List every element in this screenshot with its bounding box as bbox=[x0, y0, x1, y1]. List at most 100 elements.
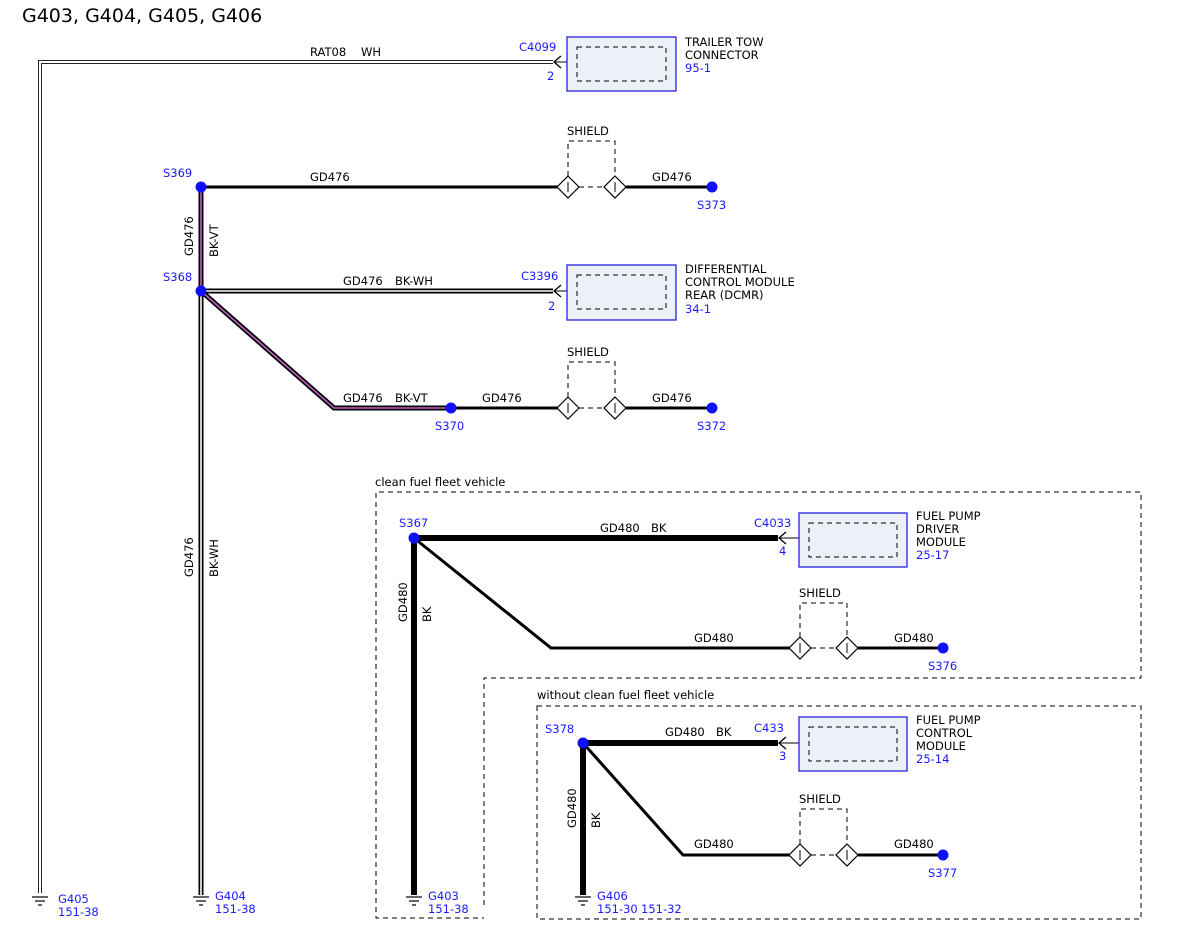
connector-pin: 2 bbox=[547, 69, 554, 83]
connector-name-line: CONTROL MODULE bbox=[685, 275, 795, 289]
wire-label-gd480: GD480 bbox=[665, 725, 705, 739]
wire-label-gd476: GD476 bbox=[182, 537, 196, 577]
splice-label-s367: S367 bbox=[399, 516, 428, 530]
ground-icon bbox=[193, 896, 209, 906]
wire-label-gd480: GD480 bbox=[396, 582, 410, 622]
connector-name-line: CONNECTOR bbox=[685, 48, 759, 62]
region-clean-fuel bbox=[375, 491, 1142, 919]
connector-pin: 3 bbox=[779, 749, 786, 763]
shield-2: SHIELD bbox=[556, 345, 627, 420]
splice-label-s373: S373 bbox=[697, 198, 726, 212]
wire-gd480-diagonal bbox=[581, 742, 790, 857]
wire-label-gd476: GD476 bbox=[482, 391, 522, 405]
trailer-tow-connector: C4099 2 TRAILER TOW CONNECTOR 95-1 bbox=[519, 35, 764, 92]
wire-label-gd476: GD476 bbox=[343, 391, 383, 405]
connector-name-line: FUEL PUMP bbox=[916, 509, 981, 523]
wire-rat08 bbox=[38, 60, 553, 893]
connector-name-line: REAR (DCMR) bbox=[685, 288, 764, 302]
wire-label-gd476: GD476 bbox=[652, 170, 692, 184]
connector-ref: 25-17 bbox=[916, 548, 949, 562]
connector-name-line: DIFFERENTIAL bbox=[685, 262, 767, 276]
wire-color-bk-vt: BK-VT bbox=[395, 391, 429, 405]
splice-label-s370: S370 bbox=[435, 419, 464, 433]
connector-name-line: TRAILER TOW bbox=[684, 35, 764, 49]
ground-icon bbox=[32, 896, 48, 906]
ground-id-g403: G403 bbox=[428, 889, 459, 903]
ground-ref: 151-38 bbox=[215, 902, 256, 916]
wire-label-gd480: GD480 bbox=[694, 631, 734, 645]
page-title: G403, G404, G405, G406 bbox=[22, 5, 262, 27]
connector-name-line: FUEL PUMP bbox=[916, 713, 981, 727]
connector-pin: 4 bbox=[779, 544, 786, 558]
splice-label-s377: S377 bbox=[928, 866, 957, 880]
wire-label-gd476: GD476 bbox=[652, 391, 692, 405]
splice-label-s368: S368 bbox=[163, 270, 192, 284]
wire-color-bk: BK bbox=[420, 606, 434, 622]
splice-s367 bbox=[408, 532, 420, 544]
wire-label-rat08: RAT08 bbox=[310, 45, 346, 59]
ground-icon bbox=[406, 896, 422, 906]
splice-s378 bbox=[577, 737, 589, 749]
fuel-pump-driver-module-connector: C4033 4 FUEL PUMP DRIVER MODULE 25-17 bbox=[754, 509, 981, 568]
shield-label: SHIELD bbox=[567, 345, 609, 359]
splice-s372 bbox=[706, 402, 718, 414]
connector-id-c4099: C4099 bbox=[519, 40, 556, 54]
wire-color-bk: BK bbox=[589, 812, 603, 828]
shield-label: SHIELD bbox=[799, 792, 841, 806]
wire-label-gd480: GD480 bbox=[600, 521, 640, 535]
wire-label-gd480: GD480 bbox=[894, 837, 934, 851]
connector-name-line: DRIVER bbox=[916, 522, 959, 536]
splice-label-s376: S376 bbox=[928, 659, 957, 673]
wire-color-bk-vt: BK-VT bbox=[207, 223, 221, 257]
splice-s368 bbox=[195, 285, 207, 297]
splice-label-s372: S372 bbox=[697, 419, 726, 433]
region-without-clean-fuel bbox=[536, 705, 1142, 920]
ground-ref: 151-30 bbox=[597, 902, 638, 916]
splice-s377 bbox=[937, 849, 949, 861]
ground-icon bbox=[575, 896, 591, 906]
shield-4: SHIELD bbox=[788, 792, 859, 867]
wire-color-bk-wh: BK-WH bbox=[207, 539, 221, 577]
splice-s376 bbox=[937, 642, 949, 654]
ground-id-g404: G404 bbox=[215, 889, 246, 903]
fuel-pump-control-module-connector: C433 3 FUEL PUMP CONTROL MODULE 25-14 bbox=[754, 713, 981, 772]
connector-name-line: MODULE bbox=[916, 535, 966, 549]
wire-color-rat08: WH bbox=[361, 45, 381, 59]
connector-pin: 2 bbox=[548, 299, 555, 313]
connector-name-line: CONTROL bbox=[916, 726, 973, 740]
ground-ref: 151-38 bbox=[428, 902, 469, 916]
wire-label-gd476: GD476 bbox=[182, 216, 196, 256]
connector-ref: 95-1 bbox=[685, 61, 711, 75]
wire-label-gd476: GD476 bbox=[310, 170, 350, 184]
wire-label-gd480: GD480 bbox=[894, 631, 934, 645]
wire-color-bk: BK bbox=[716, 725, 732, 739]
connector-id-c3396: C3396 bbox=[521, 269, 558, 283]
splice-s369 bbox=[195, 181, 207, 193]
wire-gd480-diagonal bbox=[413, 536, 790, 650]
shield-label: SHIELD bbox=[567, 124, 609, 138]
wire-label-gd480: GD480 bbox=[565, 788, 579, 828]
connector-ref: 34-1 bbox=[685, 302, 711, 316]
region-label-without: without clean fuel fleet vehicle bbox=[537, 688, 714, 702]
wire-gd476-bk-vt-diagonal bbox=[199, 289, 451, 411]
wire-label-gd480: GD480 bbox=[694, 837, 734, 851]
shield-3: SHIELD bbox=[788, 586, 859, 660]
shield-label: SHIELD bbox=[799, 586, 841, 600]
wire-label-gd476: GD476 bbox=[343, 274, 383, 288]
connector-id-c433: C433 bbox=[754, 721, 784, 735]
connector-id-c4033: C4033 bbox=[754, 516, 791, 530]
region-label-clean: clean fuel fleet vehicle bbox=[375, 475, 505, 489]
wire-color-bk-wh: BK-WH bbox=[395, 274, 433, 288]
splice-label-s369: S369 bbox=[163, 166, 192, 180]
shield-1: SHIELD bbox=[556, 124, 627, 199]
connector-name-line: MODULE bbox=[916, 739, 966, 753]
wire-color-bk: BK bbox=[651, 521, 667, 535]
ground-id-g406: G406 bbox=[597, 889, 628, 903]
ground-id-g405: G405 bbox=[58, 892, 89, 906]
ground-ref: 151-38 bbox=[58, 905, 99, 919]
dcmr-connector: C3396 2 DIFFERENTIAL CONTROL MODULE REAR… bbox=[521, 262, 795, 321]
splice-label-s378: S378 bbox=[545, 722, 574, 736]
splice-s370 bbox=[445, 402, 457, 414]
connector-ref: 25-14 bbox=[916, 752, 949, 766]
